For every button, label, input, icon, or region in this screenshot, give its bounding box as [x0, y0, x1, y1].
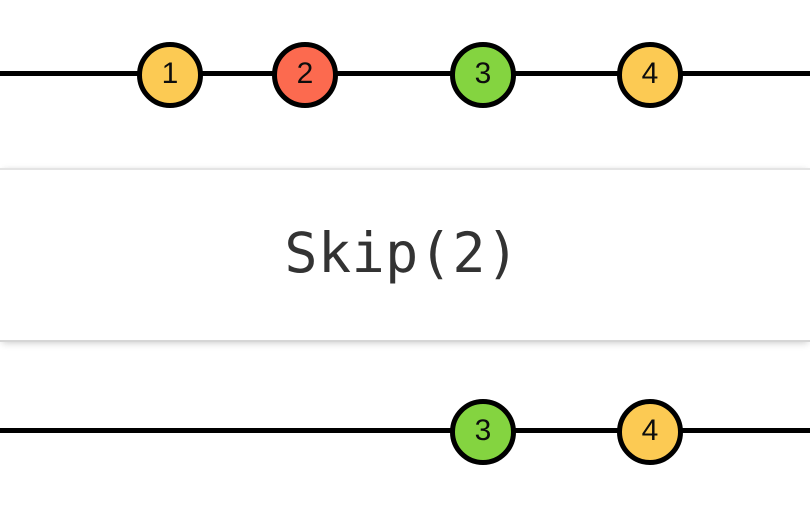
marble-label: 4: [641, 57, 659, 90]
source-timeline-line: [0, 71, 810, 76]
operator-label: Skip(2): [284, 221, 520, 285]
marble-label: 2: [296, 57, 314, 90]
marble-label: 4: [641, 414, 659, 447]
marble-source-3[interactable]: 3: [450, 42, 516, 108]
marble-source-2[interactable]: 2: [272, 42, 338, 108]
marble-label: 3: [474, 414, 492, 447]
marble-label: 1: [161, 57, 179, 90]
operator-box[interactable]: Skip(2): [0, 168, 810, 342]
result-timeline-line: [0, 428, 810, 433]
marble-result-3[interactable]: 3: [450, 399, 516, 465]
marble-source-1[interactable]: 1: [137, 42, 203, 108]
marble-result-4[interactable]: 4: [617, 399, 683, 465]
marble-label: 3: [474, 57, 492, 90]
marble-source-4[interactable]: 4: [617, 42, 683, 108]
source-timeline: 1 2 3 4: [0, 0, 810, 168]
